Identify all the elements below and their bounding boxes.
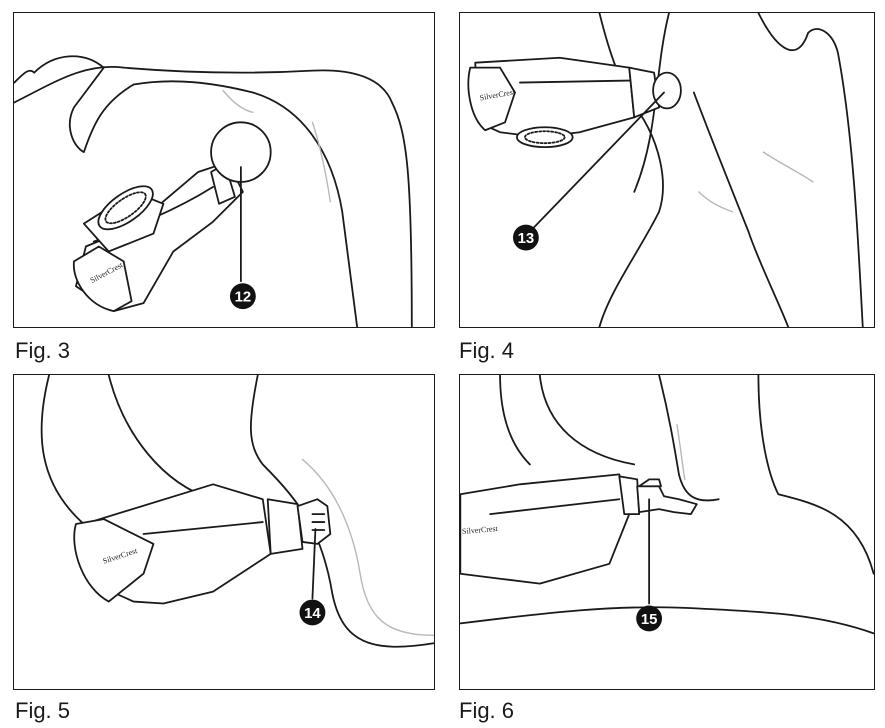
figure-3-caption: Fig. 3 xyxy=(15,338,71,363)
figure-5-panel: SilverCrest 14 xyxy=(13,374,435,690)
callout-badge-15: 15 xyxy=(636,605,663,632)
massage-gun-bullet-head-illustration: SilverCrest 14 xyxy=(40,375,434,648)
svg-text:15: 15 xyxy=(641,612,658,628)
figure-4-panel: SilverCrest 13 xyxy=(459,12,875,328)
callout-badge-14: 14 xyxy=(299,599,326,626)
svg-text:13: 13 xyxy=(518,231,535,247)
figure-6-panel: SilverCrest 15 xyxy=(459,374,875,690)
massage-gun-flat-head-illustration: SilverCrest 13 xyxy=(467,13,864,327)
massage-gun-ball-head-illustration: SilverCrest 12 xyxy=(14,55,413,327)
figure-3-panel: SilverCrest 12 xyxy=(13,12,435,328)
callout-badge-13: 13 xyxy=(512,224,539,251)
figure-6-caption: Fig. 6 xyxy=(459,698,515,723)
svg-text:14: 14 xyxy=(304,606,321,622)
figure-5-caption: Fig. 5 xyxy=(15,698,71,723)
figure-4-caption: Fig. 4 xyxy=(459,338,515,363)
massage-gun-fork-head-illustration: SilverCrest 15 xyxy=(460,375,874,635)
brand-logo: SilverCrest xyxy=(462,524,499,536)
callout-badge-12: 12 xyxy=(229,283,256,310)
svg-text:12: 12 xyxy=(235,290,252,306)
